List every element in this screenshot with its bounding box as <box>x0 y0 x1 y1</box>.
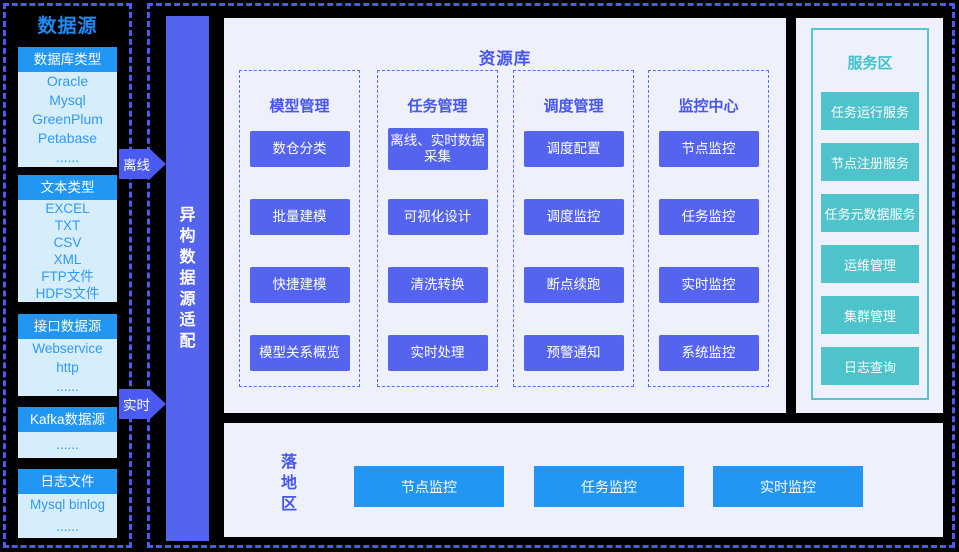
column-title: 模型管理 <box>269 98 330 115</box>
card-item: Mysql <box>49 92 86 108</box>
diagram-node: 实时处理 <box>387 335 488 371</box>
column-title: 任务管理 <box>407 98 468 115</box>
card-item: FTP文件 <box>41 269 94 284</box>
card-item-ellipsis: ...... <box>55 149 80 165</box>
card-header: 文本类型 <box>18 175 117 200</box>
diagram-node: 节点监控 <box>658 131 759 167</box>
card-item: GreenPlum <box>32 111 103 127</box>
diagram-node: 批量建模 <box>249 199 350 235</box>
card-item: HDFS文件 <box>35 286 100 301</box>
card-item-ellipsis: ...... <box>56 519 79 534</box>
column-task-management: 任务管理 离线、实时数据采集 可视化设计 清洗转换 实时处理 <box>377 70 498 387</box>
card-header: 日志文件 <box>18 469 117 494</box>
diagram-node: 离线、实时数据采集 <box>387 128 488 170</box>
diagram-node: 可视化设计 <box>387 199 488 235</box>
diagram-node: 运维管理 <box>821 245 919 283</box>
card-item: Petabase <box>37 130 98 146</box>
card-header: Kafka数据源 <box>18 407 117 432</box>
card-item-ellipsis: ...... <box>56 437 79 452</box>
card-item: CSV <box>53 235 82 250</box>
card-item: XML <box>53 252 82 267</box>
data-sources-title: 数据源 <box>37 16 98 37</box>
card-item-ellipsis: ...... <box>56 379 79 394</box>
data-source-card-kafka: Kafka数据源 ...... <box>18 407 117 458</box>
diagram-node: 任务监控 <box>534 466 684 507</box>
diagram-node: 系统监控 <box>658 335 759 371</box>
data-source-card-log: 日志文件 Mysql binlog ...... <box>18 469 117 538</box>
data-source-card-interface: 接口数据源 Webservice http ...... <box>18 314 117 396</box>
service-area-box: 服务区 任务运行服务 节点注册服务 任务元数据服务 运维管理 集群管理 日志查询 <box>811 28 929 400</box>
landing-zone-panel: 落地区 节点监控 任务监控 实时监控 <box>224 423 943 537</box>
card-header: 数据库类型 <box>18 47 117 72</box>
resource-library-panel: 资源库 模型管理 数仓分类 批量建模 快捷建模 模型关系概览 任务管理 离线、实… <box>224 18 786 413</box>
diagram-node: 节点注册服务 <box>821 143 919 181</box>
diagram-node: 集群管理 <box>821 296 919 334</box>
data-source-card-database: 数据库类型 Oracle Mysql GreenPlum Petabase ..… <box>18 47 117 167</box>
diagram-node: 任务运行服务 <box>821 92 919 130</box>
diagram-node: 日志查询 <box>821 347 919 385</box>
card-item: Mysql binlog <box>29 497 106 512</box>
card-item: Webservice <box>32 341 103 356</box>
offline-flow-label: 离线 <box>123 158 150 173</box>
diagram-node: 调度监控 <box>523 199 624 235</box>
diagram-node: 实时监控 <box>658 267 759 303</box>
card-item: EXCEL <box>45 201 90 216</box>
adapter-bar-label: 异构数据源适配 <box>179 207 196 350</box>
data-source-card-text: 文本类型 EXCEL TXT CSV XML FTP文件 HDFS文件 <box>18 175 117 302</box>
diagram-node: 快捷建模 <box>249 267 350 303</box>
column-model-management: 模型管理 数仓分类 批量建模 快捷建模 模型关系概览 <box>239 70 360 387</box>
diagram-node: 模型关系概览 <box>249 335 350 371</box>
card-item: http <box>56 360 79 375</box>
diagram-node: 实时监控 <box>713 466 863 507</box>
diagram-node: 任务监控 <box>658 199 759 235</box>
service-area-title: 服务区 <box>847 55 893 72</box>
column-title: 监控中心 <box>678 98 739 115</box>
diagram-node: 节点监控 <box>354 466 504 507</box>
diagram-node: 清洗转换 <box>387 267 488 303</box>
heterogeneous-adapter-bar: 异构数据源适配 <box>166 16 209 541</box>
landing-zone-title-text: 落地区 <box>280 454 297 513</box>
column-title: 调度管理 <box>543 98 604 115</box>
card-item: TXT <box>54 218 81 233</box>
column-monitor-center: 监控中心 节点监控 任务监控 实时监控 系统监控 <box>648 70 769 387</box>
card-header: 接口数据源 <box>18 314 117 339</box>
diagram-node: 调度配置 <box>523 131 624 167</box>
diagram-node: 预警通知 <box>523 335 624 371</box>
diagram-node: 任务元数据服务 <box>821 194 919 232</box>
diagram-node: 数仓分类 <box>249 131 350 167</box>
diagram-node: 断点续跑 <box>523 267 624 303</box>
data-sources-frame <box>3 3 132 548</box>
platform-frame <box>147 3 955 548</box>
service-area-panel: 服务区 任务运行服务 节点注册服务 任务元数据服务 运维管理 集群管理 日志查询 <box>796 18 943 413</box>
column-schedule-management: 调度管理 调度配置 调度监控 断点续跑 预警通知 <box>513 70 634 387</box>
landing-zone-title: 落地区 <box>280 452 298 515</box>
card-item: Oracle <box>46 73 89 89</box>
resource-library-title: 资源库 <box>478 50 532 68</box>
realtime-flow-label: 实时 <box>123 398 150 413</box>
